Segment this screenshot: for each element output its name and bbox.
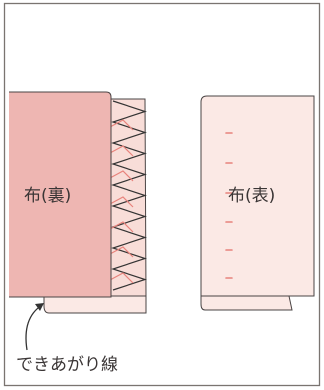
overlock-zigzag-stitch bbox=[111, 100, 147, 291]
finished-line-pointer bbox=[25, 303, 44, 351]
fabric-back-panel: 布(裏) bbox=[9, 91, 147, 314]
fabric-back-edge bbox=[9, 91, 112, 298]
folded-hem-strip bbox=[43, 295, 147, 314]
finished-line-label: できあがり線 bbox=[16, 355, 118, 375]
hem-stitch bbox=[109, 221, 134, 233]
hem-stitch bbox=[109, 246, 134, 258]
diagram-frame bbox=[3, 2, 321, 387]
fabric-front-panel: 布(表) bbox=[200, 95, 315, 311]
fabric-back-body bbox=[9, 92, 111, 297]
hem-stitch bbox=[109, 196, 134, 208]
hem-stitch bbox=[109, 272, 134, 284]
hem-stitch bbox=[109, 170, 134, 182]
hem-stitches bbox=[109, 119, 134, 284]
pointer-arrowhead bbox=[35, 303, 44, 311]
fabric-back-label: 布(裏) bbox=[24, 185, 71, 206]
front-bottom-fold bbox=[200, 295, 293, 311]
fabric-front-label: 布(表) bbox=[228, 186, 275, 206]
pointer-arrow-line bbox=[25, 304, 43, 351]
hem-stitch bbox=[109, 119, 134, 131]
hem-stitch bbox=[109, 145, 134, 157]
fabric-front-body bbox=[200, 95, 315, 297]
front-stitch-marks bbox=[225, 132, 233, 279]
